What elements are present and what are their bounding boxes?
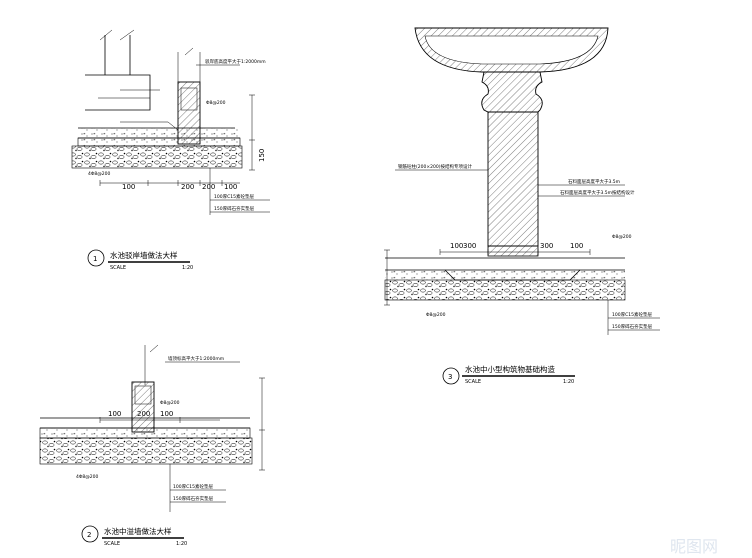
- coping-leaders: [98, 89, 160, 99]
- bowl-inner: [424, 35, 599, 65]
- detail-2-layer-2: 150厚碎石夯实垫层: [173, 495, 214, 502]
- detail-2-scale-label: SCALE: [104, 541, 120, 547]
- detail-3-scale-label: SCALE: [465, 379, 481, 385]
- detail-3-layer-2: 150厚碎石夯实垫层: [612, 323, 653, 330]
- detail-2-rebar-2: 4Φ8@200: [76, 474, 98, 480]
- detail-1-layer-2: 150厚碎石夯实垫层: [214, 205, 255, 212]
- slab-concrete: [78, 128, 238, 138]
- detail-1-rebar-1: Φ8@200: [206, 100, 226, 106]
- watermark-text: 昵图网: [670, 537, 718, 556]
- layer-leaders: [169, 464, 226, 512]
- detail-1-top-note: 驳岸底高度平大于1:2000mm: [205, 58, 266, 65]
- detail-1-dim-4: 100: [224, 183, 237, 191]
- coping-outline: [85, 74, 151, 111]
- vertical-dim-line: [249, 94, 255, 171]
- detail-3-dim-2: 300: [463, 242, 476, 250]
- vertical-dim-line: [384, 249, 390, 306]
- vertical-dim-text: 150: [258, 149, 266, 162]
- detail-3-number-circle: [442, 367, 460, 385]
- wall-top-lines: [177, 47, 201, 82]
- detail-2-dim-1: 100: [108, 410, 121, 418]
- detail-3-note-3: 石料面层高度平大于3.5m按结构设计: [560, 189, 635, 196]
- column-collar: [481, 71, 543, 113]
- detail-2-scale-value: 1:20: [176, 541, 187, 547]
- detail-2-top-note: 墙顶标高平大于1:2000mm: [168, 355, 224, 362]
- detail-3-note-2: 石料面层高度平大于3.5m: [568, 178, 620, 185]
- top-leaders: [144, 344, 240, 385]
- column-base: [487, 245, 539, 257]
- detail-3-scale-value: 1:20: [563, 379, 574, 385]
- gravel-bed: [39, 437, 253, 465]
- vertical-dim-line: [259, 377, 265, 471]
- rebar-leader: [120, 121, 179, 131]
- slab-lines: [385, 257, 625, 271]
- detail-1-dim-1: 100: [122, 183, 135, 191]
- detail-2-dim-2: 200: [137, 410, 150, 418]
- concrete-bed: [77, 137, 241, 147]
- detail-1-title: 水池驳岸墙做法大样: [110, 250, 178, 260]
- gravel-bed: [384, 279, 626, 301]
- detail-3-dim-4: 100: [570, 242, 583, 250]
- detail-3-title: 水池中小型构筑物基础构造: [465, 364, 555, 374]
- concrete-bed: [385, 270, 625, 280]
- detail-3-layer-1: 100厚C15素砼垫层: [612, 311, 652, 318]
- detail-2-number: 2: [87, 531, 91, 539]
- column-shaft: [487, 111, 539, 247]
- detail-2: 墙顶标高平大于1:2000mm 100 200 100 Φ8@200 4Φ8@2…: [39, 344, 265, 547]
- detail-2-number-circle: [81, 525, 99, 543]
- detail-3-number: 3: [448, 373, 452, 381]
- detail-3: 钢筋砼柱(200×200)按结构专项设计 石料面层高度平大于3.5m 石料面层高…: [384, 27, 660, 385]
- gravel-bed: [71, 145, 243, 169]
- dim-line-3: [439, 249, 591, 255]
- column-leaders: [395, 169, 625, 197]
- dim-line-1: [99, 180, 240, 186]
- wall-rebar-box: [134, 385, 152, 405]
- detail-1-scale-value: 1:20: [182, 265, 193, 271]
- detail-2-title: 水池中溢墙做法大样: [104, 526, 172, 536]
- detail-3-dim-1: 100: [450, 242, 463, 250]
- detail-2-layer-1: 100厚C15素砼垫层: [173, 483, 213, 490]
- wall-upper-lines: [104, 35, 131, 75]
- detail-3-rebar-2: Φ8@200: [426, 312, 446, 318]
- detail-1-rebar-2: 4Φ8@200: [88, 171, 110, 177]
- detail-1: 驳岸底高度平大于1:2000mm 150 100 200 200 100 Φ8@…: [71, 29, 270, 271]
- detail-1-dim-2: 200: [181, 183, 194, 191]
- detail-1-number: 1: [93, 255, 97, 263]
- dim-line-2: [99, 417, 220, 423]
- layer-leaders: [607, 300, 660, 335]
- detail-1-number-circle: [87, 249, 105, 267]
- detail-1-layer-1: 100厚C15素砼垫层: [214, 193, 254, 200]
- layer-leaders: [209, 168, 270, 215]
- detail-3-dim-3: 300: [540, 242, 553, 250]
- wall-section-hatch: [131, 381, 155, 433]
- wall-rebar-box: [180, 87, 198, 111]
- detail-2-dim-3: 100: [160, 410, 173, 418]
- detail-2-rebar-1: Φ8@200: [160, 400, 180, 406]
- wall-break-marks: [99, 29, 135, 41]
- detail-3-note-1: 钢筋砼柱(200×200)按结构专项设计: [398, 163, 472, 170]
- detail-1-scale-label: SCALE: [110, 265, 126, 271]
- detail-3-rebar-1: Φ8@200: [612, 234, 632, 240]
- concrete-bed: [39, 427, 251, 439]
- detail-1-dim-3: 200: [202, 183, 215, 191]
